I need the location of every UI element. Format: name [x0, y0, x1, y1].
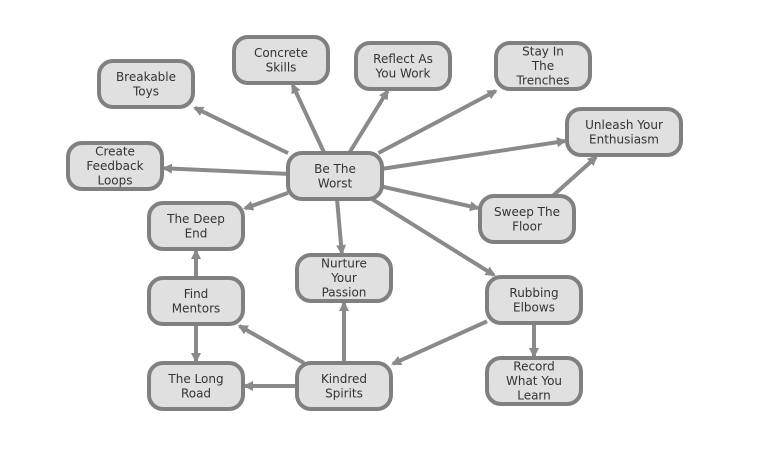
edge-be-the-worst-to-sweep-the-floor — [381, 184, 480, 212]
node-box-rubbing-elbows — [485, 275, 583, 325]
node-label-unleash-your-enthusiasm-line-0: Unleash Your — [585, 118, 663, 132]
node-label-breakable-toys-line-0: Breakable — [116, 70, 176, 84]
node-box-concrete-skills — [232, 35, 330, 85]
node-box-record-what-you-learn — [485, 356, 583, 406]
edge-be-the-worst-to-unleash-your-enthusiasm — [381, 137, 567, 171]
node-label-the-deep-end-line-0: The Deep — [166, 212, 225, 226]
node-label-rubbing-elbows-line-0: Rubbing — [509, 286, 558, 300]
node-label-the-long-road-line-0: The Long — [167, 372, 223, 386]
edges-layer — [162, 83, 598, 391]
node-label-unleash-your-enthusiasm-line-1: Enthusiasm — [589, 132, 659, 146]
edge-be-the-worst-to-create-feedback-loops — [162, 163, 289, 176]
node-label-the-long-road-line-1: Road — [181, 386, 211, 400]
edge-be-the-worst-to-rubbing-elbows — [370, 197, 496, 277]
node-box-the-deep-end — [147, 201, 245, 251]
node-label-kindred-spirits-line-0: Kindred — [321, 372, 367, 386]
node-box-nurture-your-passion — [295, 253, 393, 303]
edge-be-the-worst-to-reflect-as-you-work — [347, 89, 390, 155]
node-label-sweep-the-floor-line-0: Sweep The — [494, 205, 560, 219]
edge-be-the-worst-to-concrete-skills — [290, 83, 327, 154]
node-box-create-feedback-loops — [66, 141, 164, 191]
node-label-the-deep-end-line-1: End — [185, 226, 208, 240]
node-label-reflect-as-you-work-line-1: You Work — [375, 66, 431, 80]
node-label-create-feedback-loops-line-0: Create — [95, 145, 135, 159]
node-label-kindred-spirits-line-1: Spirits — [325, 386, 363, 400]
node-box-breakable-toys — [97, 59, 195, 109]
node-label-concrete-skills-line-1: Skills — [266, 60, 297, 74]
node-label-record-what-you-learn-line-1: What You — [506, 374, 562, 388]
edge-be-the-worst-to-nurture-your-passion — [335, 198, 347, 255]
edge-rubbing-elbows-to-kindred-spirits — [391, 319, 488, 366]
node-label-find-mentors-line-0: Find — [184, 287, 209, 301]
node-label-record-what-you-learn-line-2: Learn — [517, 389, 551, 403]
edge-sweep-the-floor-to-unleash-your-enthusiasm — [551, 155, 598, 198]
edge-kindred-spirits-to-find-mentors — [237, 324, 305, 365]
node-label-reflect-as-you-work-line-0: Reflect As — [373, 52, 433, 66]
node-box-stay-in-the-trenches — [494, 41, 592, 91]
node-label-be-the-worst-line-0: Be The — [314, 162, 356, 176]
node-box-find-mentors — [147, 276, 245, 326]
node-label-record-what-you-learn-line-0: Record — [513, 360, 554, 374]
node-box-be-the-worst — [286, 151, 384, 201]
node-label-nurture-your-passion-line-1: Your — [330, 271, 357, 285]
node-label-rubbing-elbows-line-1: Elbows — [513, 300, 555, 314]
node-label-sweep-the-floor-line-1: Floor — [512, 219, 542, 233]
node-label-create-feedback-loops-line-2: Loops — [97, 174, 132, 188]
node-label-stay-in-the-trenches-line-2: Trenches — [515, 74, 569, 88]
node-box-reflect-as-you-work — [354, 41, 452, 91]
node-box-kindred-spirits — [295, 361, 393, 411]
node-label-find-mentors-line-1: Mentors — [172, 301, 221, 315]
edge-be-the-worst-to-breakable-toys — [193, 106, 289, 155]
node-box-the-long-road — [147, 361, 245, 411]
node-label-create-feedback-loops-line-1: Feedback — [86, 159, 143, 173]
node-label-stay-in-the-trenches-line-0: Stay In — [522, 45, 564, 59]
node-box-sweep-the-floor — [478, 194, 576, 244]
node-label-breakable-toys-line-1: Toys — [132, 84, 159, 98]
edge-be-the-worst-to-stay-in-the-trenches — [377, 89, 498, 155]
node-label-concrete-skills-line-0: Concrete — [254, 46, 308, 60]
node-label-be-the-worst-line-1: Worst — [318, 176, 353, 190]
node-label-nurture-your-passion-line-0: Nurture — [321, 257, 367, 271]
node-label-stay-in-the-trenches-line-1: The — [531, 59, 554, 73]
node-box-unleash-your-enthusiasm — [565, 107, 683, 157]
edge-be-the-worst-to-the-deep-end — [243, 191, 289, 211]
node-label-nurture-your-passion-line-2: Passion — [322, 286, 367, 300]
